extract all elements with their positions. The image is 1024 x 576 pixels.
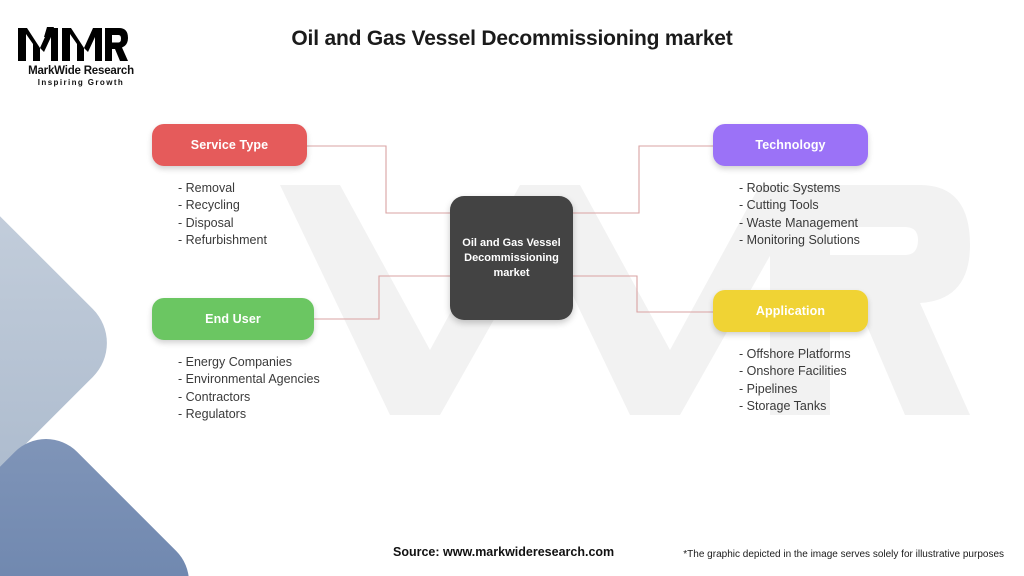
logo-tagline: Inspiring Growth xyxy=(37,78,125,87)
branch-service-type[interactable]: Service Type - Removal - Recycling - Dis… xyxy=(152,124,307,250)
list-item: - Contractors xyxy=(178,389,251,404)
list-item: - Waste Management xyxy=(739,215,859,230)
list-item: - Offshore Platforms xyxy=(739,347,851,361)
branch-items-service-type: - Removal - Recycling - Disposal - Refur… xyxy=(152,180,307,250)
branch-technology[interactable]: Technology - Robotic Systems - Cutting T… xyxy=(713,124,868,250)
list-item: - Storage Tanks xyxy=(739,399,827,414)
list-item: - Regulators xyxy=(178,407,247,422)
branch-end-user[interactable]: End User - Energy Companies - Environmen… xyxy=(152,298,320,424)
list-item: - Monitoring Solutions xyxy=(739,233,860,248)
mwr-monogram-icon xyxy=(18,27,128,61)
branch-label-end-user[interactable]: End User xyxy=(152,298,314,340)
list-item: - Removal xyxy=(178,181,235,195)
branch-items-end-user: - Energy Companies - Environmental Agenc… xyxy=(152,354,320,424)
list-item: - Cutting Tools xyxy=(739,198,819,213)
list-item: - Recycling xyxy=(178,198,240,213)
branch-label-service-type[interactable]: Service Type xyxy=(152,124,307,166)
branch-application[interactable]: Application - Offshore Platforms - Onsho… xyxy=(713,290,868,416)
list-item: - Energy Companies xyxy=(178,355,292,369)
decorative-shape-dark xyxy=(0,420,208,576)
branch-items-application: - Offshore Platforms - Onshore Facilitie… xyxy=(713,346,868,416)
center-hub-node[interactable]: Oil and Gas Vessel Decommissioning marke… xyxy=(450,196,573,320)
disclaimer-label: *The graphic depicted in the image serve… xyxy=(683,549,1004,560)
list-item: - Onshore Facilities xyxy=(739,364,847,379)
page-title: Oil and Gas Vessel Decommissioning marke… xyxy=(291,27,733,50)
brand-logo: MarkWide Research Inspiring Growth xyxy=(16,24,146,87)
source-label: Source: www.markwideresearch.com xyxy=(393,545,615,559)
branch-label-application[interactable]: Application xyxy=(713,290,868,332)
list-item: - Robotic Systems xyxy=(739,181,841,195)
list-item: - Refurbishment xyxy=(178,233,267,248)
logo-company-name: MarkWide Research xyxy=(28,65,134,77)
list-item: - Disposal xyxy=(178,215,234,230)
branch-label-technology[interactable]: Technology xyxy=(713,124,868,166)
branch-items-technology: - Robotic Systems - Cutting Tools - Wast… xyxy=(713,180,868,250)
list-item: - Environmental Agencies xyxy=(178,372,320,387)
list-item: - Pipelines xyxy=(739,381,798,396)
decorative-shape-light xyxy=(0,166,127,520)
